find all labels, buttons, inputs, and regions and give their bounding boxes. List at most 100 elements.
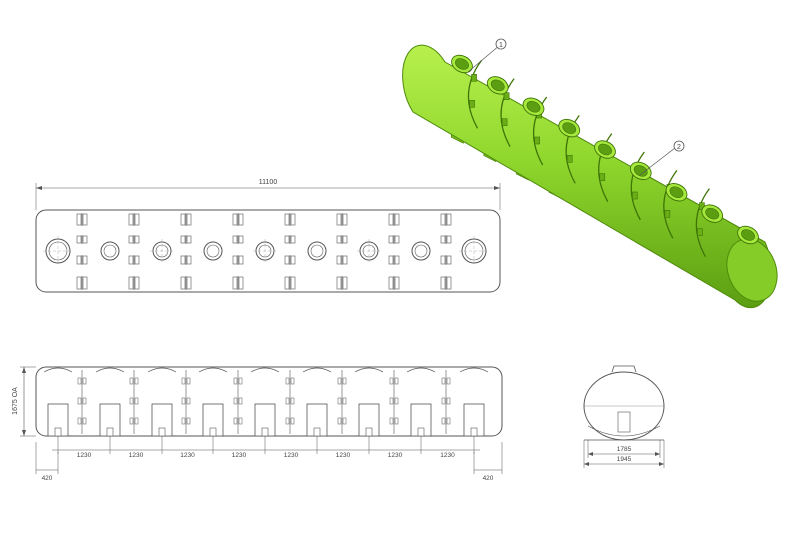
strap-clip [337, 377, 342, 385]
strap-clip [129, 377, 134, 385]
strap-clip [134, 255, 140, 265]
strap-clip [440, 255, 446, 265]
foot-slot [209, 427, 217, 437]
strap-clip [128, 255, 134, 265]
tank-strap-band [500, 78, 515, 147]
strap-clip [186, 276, 192, 290]
strap-clip [394, 417, 399, 425]
port-dome [198, 367, 228, 373]
strap-clip [238, 276, 244, 290]
strap-clip [180, 276, 186, 290]
tank-port-opening [741, 229, 755, 241]
tank-strap-band [598, 133, 613, 202]
height-dimension: 1675 OA [12, 387, 19, 415]
strap-clip [186, 397, 191, 405]
strap-clip [342, 213, 348, 226]
strap-clip [180, 213, 186, 226]
strap-clip [336, 276, 342, 290]
foot-slot [106, 427, 114, 437]
strap-clip [440, 276, 446, 290]
top-view-port [307, 241, 327, 261]
strap-clip [290, 397, 295, 405]
foot-slot [470, 427, 478, 437]
strap-clip [232, 235, 238, 244]
strap-clip [82, 417, 87, 425]
spacing-dimension: 1230 [232, 452, 247, 459]
top-view-port [203, 241, 223, 261]
tank-port-opening [705, 207, 720, 220]
tank-strap-band [467, 59, 483, 129]
strap-clip [342, 276, 348, 290]
foot-slot [417, 427, 425, 437]
strap-clip [238, 417, 243, 425]
strap-clip [284, 213, 290, 226]
port-dome [147, 367, 177, 373]
strap-clip [290, 255, 296, 265]
strap-clip [232, 255, 238, 265]
strap-clip [394, 255, 400, 265]
strap-clip [388, 276, 394, 290]
strap-clip [186, 417, 191, 425]
foot-slot [158, 427, 166, 437]
strap-clip [290, 213, 296, 226]
strap-clip [394, 377, 399, 385]
strap-clip [441, 397, 446, 405]
top-view-port-inner [103, 244, 117, 258]
foot-slot [54, 427, 62, 437]
strap-clip [128, 235, 134, 244]
strap-clip [129, 417, 134, 425]
strap-clip [290, 377, 295, 385]
strap-clip [129, 397, 134, 405]
strap-clip [336, 255, 342, 265]
strap-clip [388, 213, 394, 226]
spacing-dimension: 1230 [180, 452, 195, 459]
port-dome [43, 367, 73, 373]
strap-clip [186, 213, 192, 226]
strap-clip [232, 213, 238, 226]
strap-clip [394, 397, 399, 405]
strap-clip [181, 377, 186, 385]
strap-clip [186, 255, 192, 265]
strap-clip [134, 397, 139, 405]
strap-clip [134, 213, 140, 226]
tank-port-opening [490, 79, 505, 92]
strap-clip [394, 235, 400, 244]
top-view-port [100, 241, 120, 261]
spacing-dimension: 1230 [284, 452, 299, 459]
strap-clip [342, 235, 348, 244]
strap-clip [389, 397, 394, 405]
strap-clip [336, 235, 342, 244]
strap-clip [632, 191, 638, 200]
strap-clip [342, 397, 347, 405]
strap-clip [697, 228, 703, 236]
tank-port-opening [669, 186, 684, 199]
spacing-dimension: 1230 [440, 452, 455, 459]
end-offset-left-dimension: 420 [42, 475, 53, 482]
strap-clip [238, 235, 244, 244]
strap-clip [180, 235, 186, 244]
tank-strap-band [663, 169, 678, 239]
foot-slot [261, 427, 269, 437]
tank-port-opening [598, 143, 612, 156]
port-dome [302, 367, 332, 373]
strap-clip [134, 235, 140, 244]
strap-clip [388, 255, 394, 265]
strap-clip [469, 100, 475, 108]
port-dome [354, 367, 384, 373]
strap-clip [77, 377, 82, 385]
strap-clip [342, 417, 347, 425]
strap-clip [76, 213, 82, 226]
end-offset-right-dimension: 420 [483, 475, 494, 482]
strap-clip [238, 255, 244, 265]
strap-clip [599, 173, 606, 181]
spacing-dimension: 1230 [129, 452, 144, 459]
foot-slot [365, 427, 373, 437]
spacing-dimension: 1230 [77, 452, 92, 459]
port-dome [406, 367, 436, 373]
strap-clip [285, 377, 290, 385]
strap-clip [134, 417, 139, 425]
outer-width-dimension: 1945 [617, 456, 632, 463]
strap-clip [290, 235, 296, 244]
